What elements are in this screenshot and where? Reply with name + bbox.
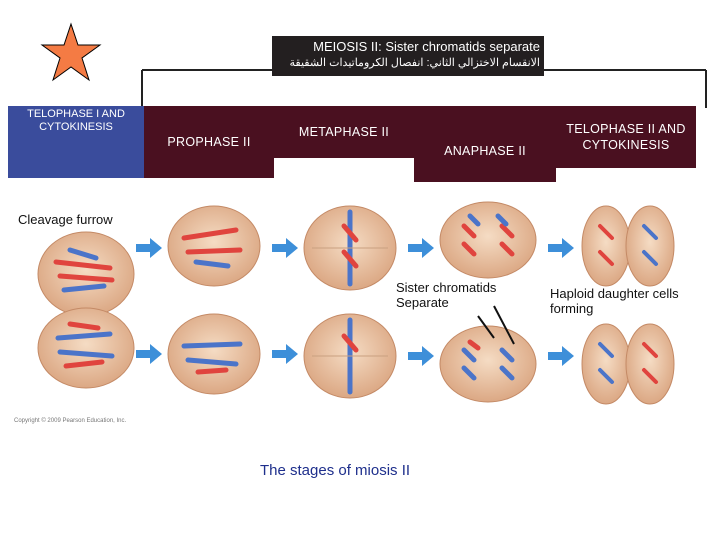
haploid-label: Haploid daughter cells forming (550, 286, 679, 316)
sister-chromatids-label: Sister chromatids Separate (396, 280, 497, 310)
title-english: MEIOSIS II: Sister chromatids separate (313, 39, 540, 54)
star-icon (40, 22, 102, 82)
stage-telophase-ii: TELOPHASE II AND CYTOKINESIS (556, 106, 696, 168)
caption: The stages of miosis II (260, 462, 411, 479)
stage-metaphase-ii: METAPHASE II (274, 106, 414, 158)
stage-telophase-i-label: TELOPHASE I AND CYTOKINESIS (27, 108, 125, 133)
prophase-ii-cell-top (167, 205, 261, 287)
telophase-i-cell-top (37, 231, 135, 317)
title-arabic: الانقسام الاختزالي الثاني: انفصال الكروم… (289, 57, 540, 69)
stage-anaphase-ii-label: ANAPHASE II (444, 144, 526, 158)
metaphase-ii-cell-bottom (303, 313, 397, 399)
anaphase-ii-cell-bottom (439, 325, 537, 403)
copyright-text: Copyright © 2009 Pearson Education, Inc. (14, 418, 127, 424)
cleavage-furrow-label: Cleavage furrow (18, 212, 113, 227)
stage-telophase-ii-label: TELOPHASE II AND CYTOKINESIS (566, 122, 686, 152)
anaphase-ii-cell-top (439, 201, 537, 279)
stage-prophase-ii: PROPHASE II (144, 106, 274, 178)
stage-anaphase-ii: ANAPHASE II (414, 106, 556, 182)
sister-chromatid-pointers (477, 305, 515, 345)
stage-metaphase-ii-label: METAPHASE II (298, 125, 390, 139)
stage-arrows (136, 238, 574, 366)
telophase-ii-cells-bottom (581, 323, 675, 405)
title-box: MEIOSIS II: Sister chromatids separate ا… (272, 36, 544, 76)
stage-prophase-ii-label: PROPHASE II (167, 135, 251, 149)
prophase-ii-cell-bottom (167, 313, 261, 395)
metaphase-ii-cell-top (303, 205, 397, 291)
telophase-i-cell-bottom (37, 307, 135, 389)
stage-telophase-i: TELOPHASE I AND CYTOKINESIS (8, 106, 144, 178)
telophase-ii-cells-top (581, 205, 675, 287)
